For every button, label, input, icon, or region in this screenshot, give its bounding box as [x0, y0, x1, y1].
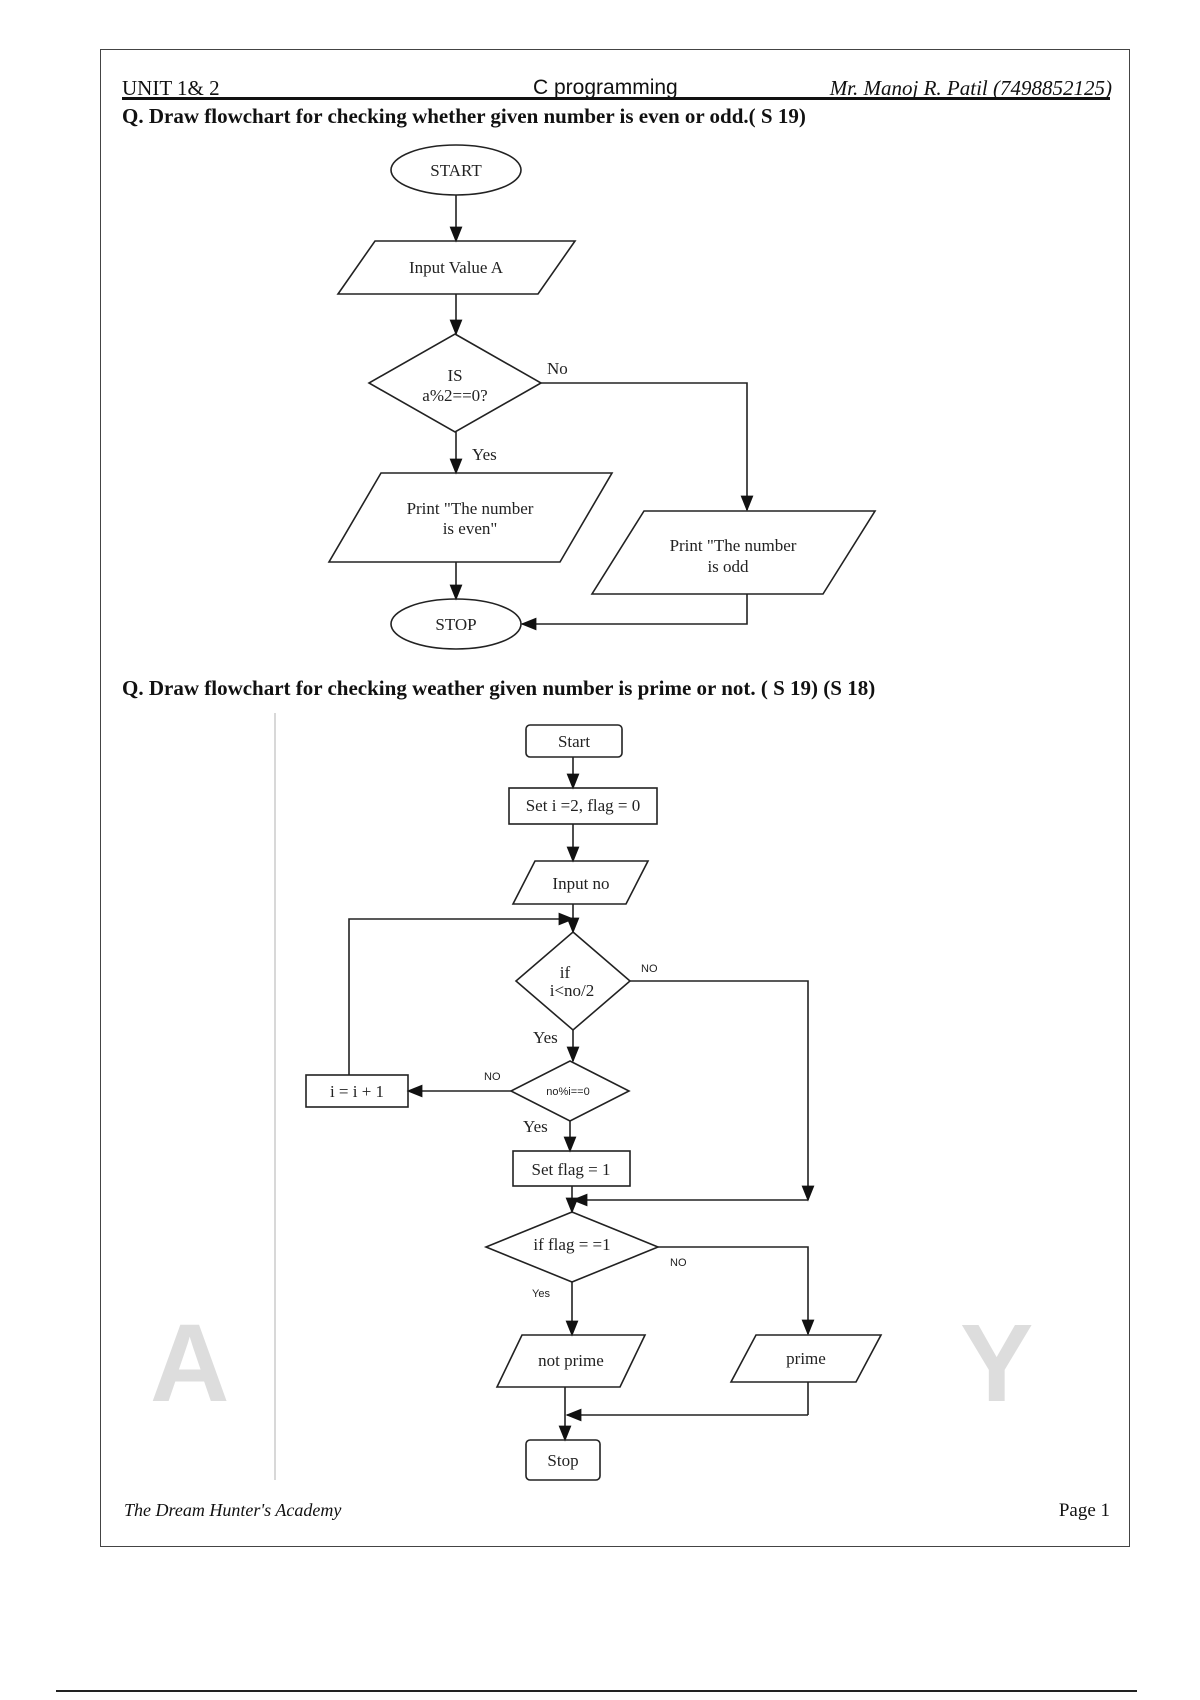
odd-label: is odd [707, 557, 749, 576]
question-2-title: Q. Draw flowchart for checking weather g… [122, 676, 876, 700]
yes-label: Yes [472, 445, 497, 464]
prime-flowchart [305, 724, 883, 1481]
even-odd-flowchart [327, 144, 877, 650]
start-label: Start [558, 732, 590, 751]
stop-label: STOP [435, 615, 476, 634]
set-label: Set i =2, flag = 0 [526, 796, 641, 815]
watermark: A [150, 1302, 230, 1425]
cond-label: IS [447, 366, 462, 385]
decision-diamond [367, 333, 543, 433]
header-unit: UNIT 1& 2 [122, 76, 220, 100]
start-terminal [525, 724, 623, 758]
print-even-box [327, 472, 614, 563]
header-subject: C programming [533, 76, 678, 99]
no-label: NO [641, 963, 658, 975]
stop-label: Stop [547, 1451, 578, 1470]
footer-academy: The Dream Hunter's Academy [124, 1500, 342, 1520]
watermark: Y [960, 1302, 1034, 1425]
prime-label: prime [786, 1349, 826, 1368]
set-flag-label: Set flag = 1 [532, 1160, 611, 1179]
header-rule [122, 97, 1110, 100]
prime-box [729, 1334, 883, 1383]
inc-label: i = i + 1 [330, 1082, 384, 1101]
stop-terminal [525, 1439, 601, 1481]
print-odd-box [590, 510, 877, 595]
cond-label: a%2==0? [422, 386, 487, 405]
not-prime-box [495, 1334, 647, 1388]
no-label: NO [484, 1071, 501, 1083]
question-1-title: Q. Draw flowchart for checking whether g… [122, 104, 806, 128]
start-label: START [430, 161, 482, 180]
yes-label: Yes [533, 1028, 558, 1047]
yes-label: Yes [532, 1288, 550, 1300]
no-label: NO [670, 1257, 687, 1269]
d1-label: if [560, 963, 571, 982]
odd-label: Print "The number [670, 536, 797, 555]
input-box [511, 860, 650, 905]
even-label: Print "The number [407, 499, 534, 518]
header-author: Mr. Manoj R. Patil (7498852125) [829, 76, 1112, 100]
no-label: No [547, 359, 568, 378]
input-label: Input Value A [409, 258, 504, 277]
not-prime-label: not prime [538, 1351, 604, 1370]
page-number: Page 1 [1058, 1500, 1110, 1521]
even-label: is even" [443, 519, 498, 538]
input-label: Input no [552, 874, 609, 893]
set-box [508, 787, 658, 825]
d3-label: if flag = =1 [533, 1235, 610, 1254]
page-border [100, 49, 1130, 1547]
d1-label: i<no/2 [550, 981, 595, 1000]
yes-label: Yes [523, 1117, 548, 1136]
bottom-rule [56, 1690, 1137, 1692]
increment-box [305, 1074, 409, 1108]
input-box [336, 240, 577, 295]
d2-label: no%i==0 [546, 1086, 589, 1098]
